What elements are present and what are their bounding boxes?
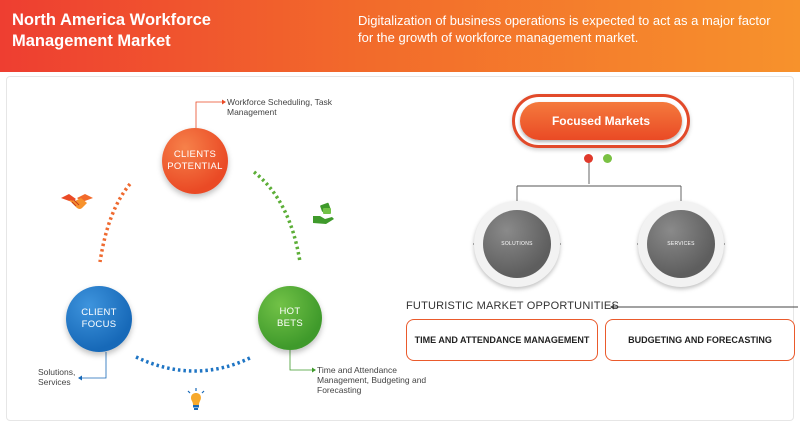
- opportunity-budgeting-label: BUDGETING AND FORECASTING: [628, 335, 772, 345]
- arc-blue: [135, 355, 253, 373]
- arc-green: [252, 170, 302, 263]
- clients-potential-circle: CLIENTS POTENTIAL: [162, 128, 228, 194]
- lightbulb-icon: [187, 388, 205, 410]
- solutions-label: SOLUTIONS: [501, 241, 533, 247]
- header-banner: North America Workforce Management Marke…: [0, 0, 800, 72]
- hot-bets-note: Time and Attendance Management, Budgetin…: [317, 365, 427, 395]
- opportunities-title: FUTURISTIC MARKET OPPORTUNITIES: [406, 300, 619, 312]
- hot-bets-circle: HOT BETS: [258, 286, 322, 350]
- solutions-circle: SOLUTIONS: [483, 210, 551, 278]
- opportunity-time-attendance: TIME AND ATTENDANCE MANAGEMENT: [406, 319, 598, 361]
- market-dot-green: [603, 154, 612, 163]
- arc-orange: [98, 182, 132, 263]
- opportunity-budgeting: BUDGETING AND FORECASTING: [605, 319, 795, 361]
- handshake-icon: [61, 194, 93, 209]
- services-label: SERVICES: [667, 241, 695, 247]
- clients-potential-label: CLIENTS POTENTIAL: [167, 149, 223, 172]
- clients-potential-note: Workforce Scheduling, Task Management: [227, 97, 333, 117]
- market-dot-red: [584, 154, 593, 163]
- connector-client-focus: [82, 352, 107, 379]
- client-focus-note: Solutions, Services: [38, 367, 76, 387]
- client-focus-label: CLIENT FOCUS: [81, 307, 117, 330]
- focused-markets-pill: Focused Markets: [520, 102, 682, 140]
- services-circle: SERVICES: [647, 210, 715, 278]
- opportunity-time-attendance-label: TIME AND ATTENDANCE MANAGEMENT: [414, 335, 590, 345]
- money-hand-icon: [313, 202, 334, 224]
- page-title: North America Workforce Management Marke…: [12, 11, 211, 50]
- page-subtitle: Digitalization of business operations is…: [358, 13, 771, 45]
- content-frame: [6, 76, 794, 421]
- client-focus-circle: CLIENT FOCUS: [66, 286, 132, 352]
- connector-hot-bets: [289, 346, 312, 371]
- connector-clients-potential: [195, 101, 222, 128]
- hot-bets-label: HOT BETS: [276, 306, 303, 329]
